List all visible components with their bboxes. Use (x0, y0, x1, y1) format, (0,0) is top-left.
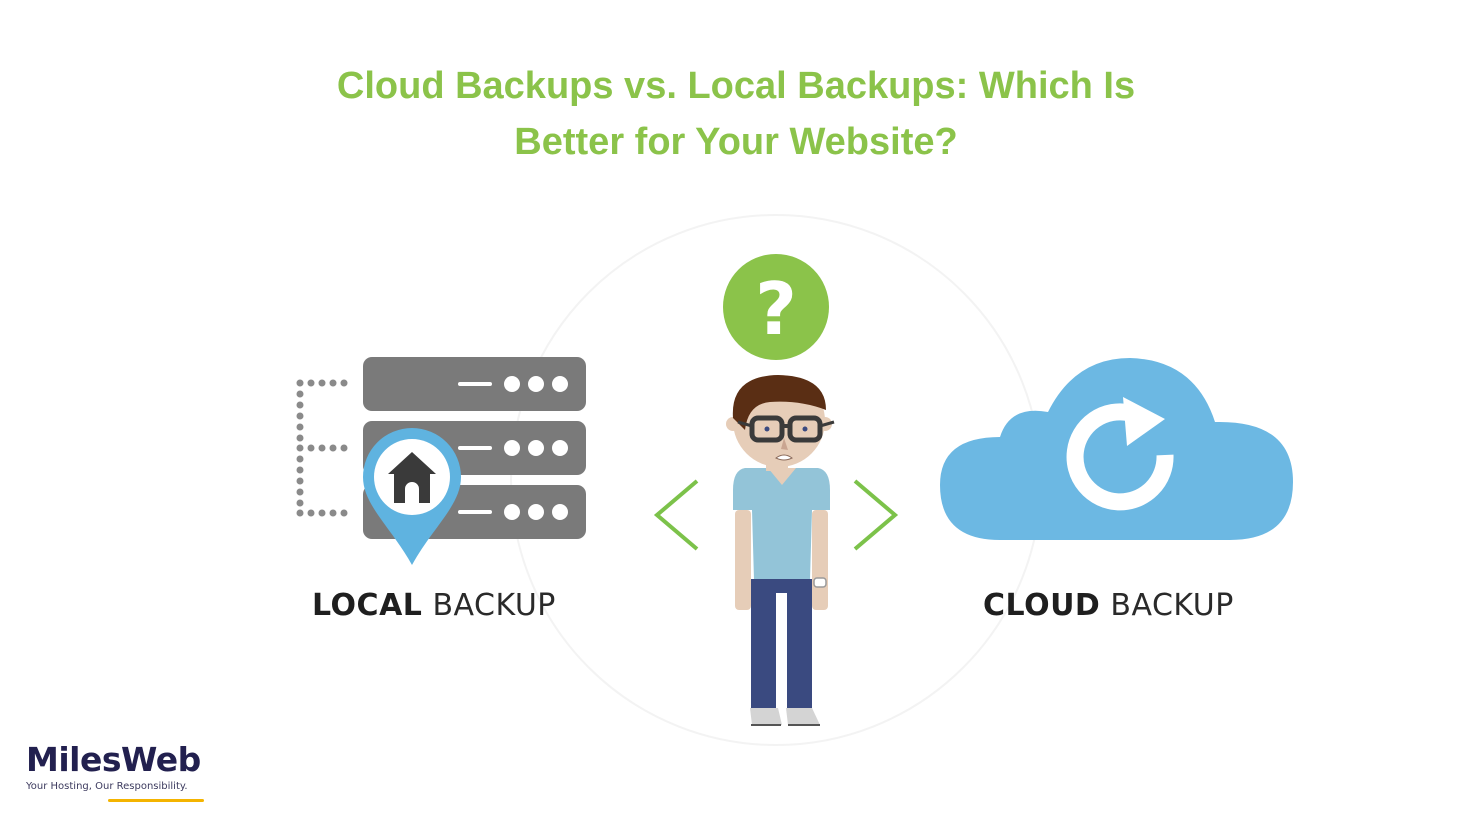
cloud-refresh-icon (940, 358, 1293, 540)
svg-text:?: ? (755, 267, 797, 351)
question-badge-icon: ? (723, 254, 829, 360)
page-title: Cloud Backups vs. Local Backups: Which I… (0, 58, 1472, 170)
brand-tagline: Your Hosting, Our Responsibility. (26, 781, 188, 792)
chevron-right-icon (853, 479, 899, 551)
brand-name: MilesWeb (26, 740, 201, 779)
chevron-left-icon (653, 479, 699, 551)
local-label-bold: LOCAL (312, 588, 423, 623)
cloud-label-bold: CLOUD (983, 588, 1101, 623)
confused-person-icon (726, 375, 835, 726)
title-line-1: Cloud Backups vs. Local Backups: Which I… (336, 65, 1136, 107)
local-backup-label: LOCAL BACKUP (312, 588, 556, 623)
cloud-label-light: BACKUP (1110, 588, 1234, 623)
home-pin-icon (363, 428, 461, 565)
brand-underline (108, 799, 204, 802)
cloud-backup-label: CLOUD BACKUP (983, 588, 1234, 623)
title-line-2: Better for Your Website? (514, 121, 958, 163)
brand-logo: MilesWeb Your Hosting, Our Responsibilit… (26, 740, 204, 802)
local-label-light: BACKUP (432, 588, 556, 623)
